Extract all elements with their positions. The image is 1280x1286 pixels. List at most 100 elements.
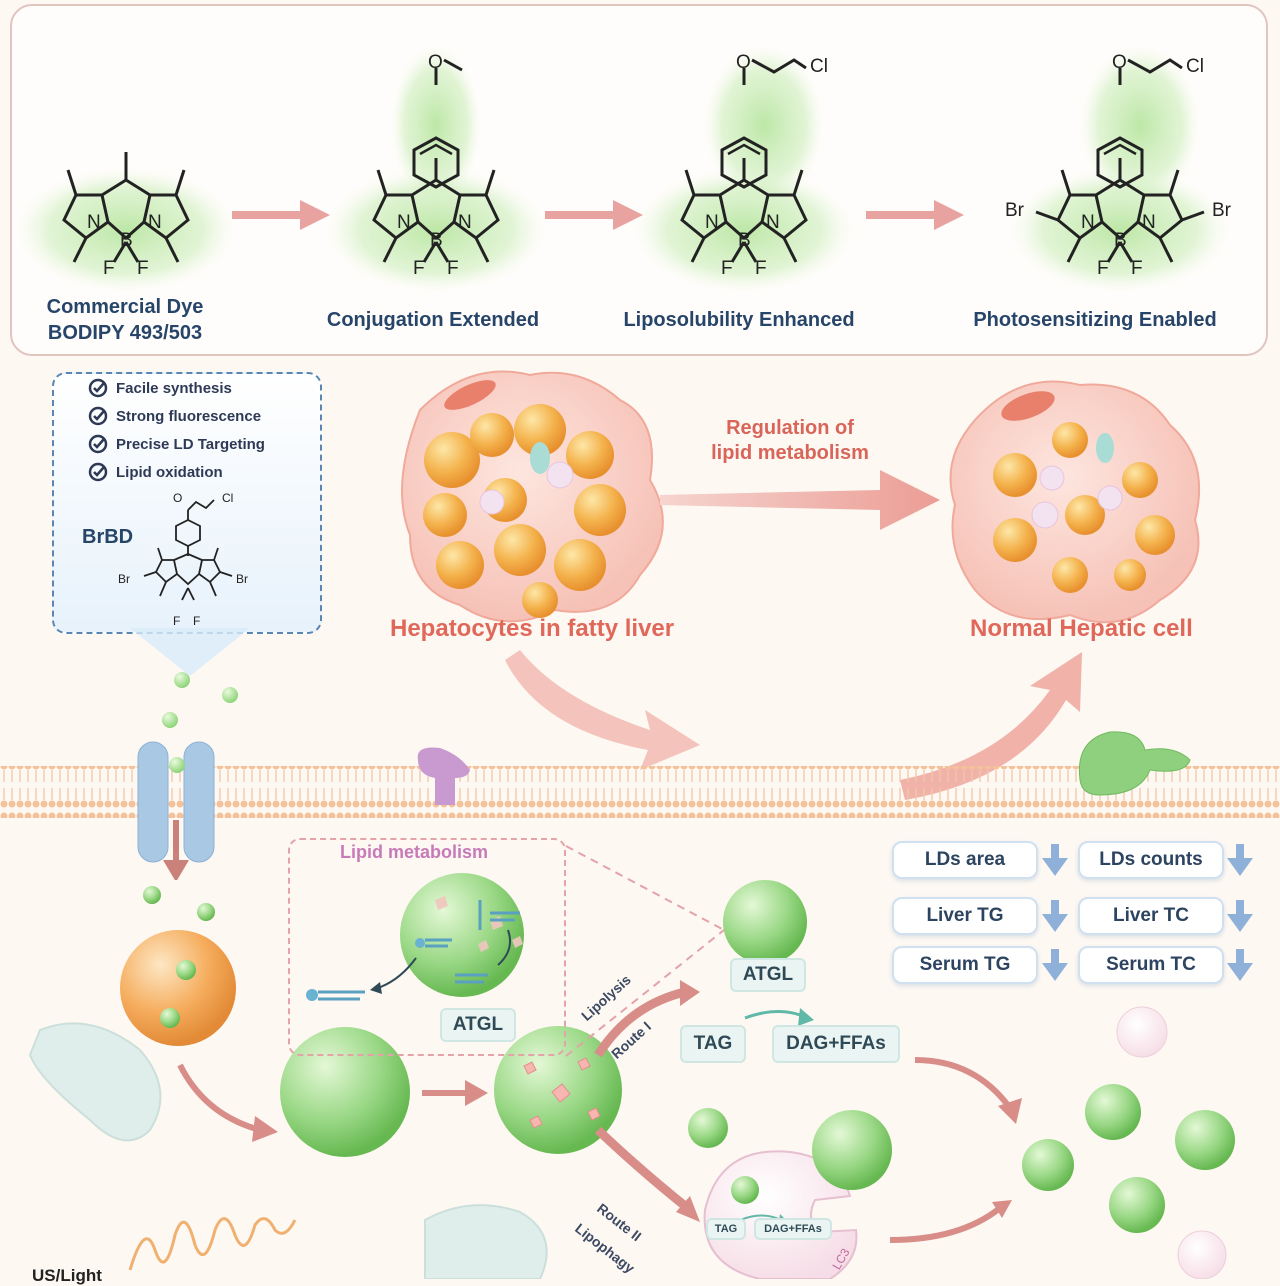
- decrease-arrows: [1042, 844, 1253, 981]
- atom-label: F: [173, 614, 181, 628]
- feature-label: Facile synthesis: [116, 379, 232, 397]
- atom-label: N: [148, 212, 162, 233]
- atom-label: Cl: [1186, 56, 1204, 77]
- atom-label: Br: [1005, 200, 1024, 221]
- atom-label: F: [447, 258, 459, 279]
- atom-label: F: [413, 258, 425, 279]
- atom-label: F: [755, 258, 767, 279]
- product-label-small: DAG+FFAs: [754, 1218, 832, 1240]
- check-circle-icon: [88, 406, 108, 426]
- atom-label: O: [736, 52, 751, 73]
- lipid-metabolism-title: Lipid metabolism: [340, 842, 489, 862]
- fatty-hepatocyte: [401, 370, 664, 623]
- membrane-channel: [137, 741, 215, 863]
- atom-label: N: [1081, 212, 1095, 233]
- regulation-line: lipid metabolism: [711, 442, 869, 464]
- brbd-structure: [143, 499, 233, 601]
- bodipy-493-structure: [14, 152, 238, 294]
- atom-label: F: [137, 258, 149, 279]
- conjugated-structure: [324, 45, 548, 294]
- down-arrow-icon: [1042, 949, 1068, 981]
- lipid-metabolism-box: [288, 838, 566, 1056]
- regulation-arrow: [660, 470, 940, 530]
- step-label-2: Conjugation Extended: [326, 309, 540, 331]
- step-label-1: Commercial Dye BODIPY 493/503: [30, 294, 220, 346]
- down-arrow-icon: [1227, 900, 1253, 932]
- metric-badge: Serum TG: [892, 946, 1038, 984]
- atgl-label: ATGL: [730, 958, 806, 992]
- check-circle-icon: [88, 462, 108, 482]
- atom-label: Br: [118, 572, 130, 586]
- down-arrow-icon: [1042, 900, 1068, 932]
- atom-label: N: [705, 212, 719, 233]
- feature-label: Precise LD Targeting: [116, 435, 265, 453]
- atom-label: N: [458, 212, 472, 233]
- atom-label: B: [120, 230, 133, 251]
- atom-label: B: [738, 230, 751, 251]
- atom-label: B: [1114, 230, 1127, 251]
- atom-label: F: [193, 614, 201, 628]
- atom-label: Cl: [222, 491, 234, 505]
- stimulus-label: US/Light: [32, 1266, 102, 1285]
- metric-label: LDs area: [924, 849, 1006, 870]
- step-arrows: [232, 200, 964, 230]
- atom-label: N: [397, 212, 411, 233]
- liposoluble-structure: [632, 45, 856, 294]
- check-circle-icon: [88, 378, 108, 398]
- atom-label: F: [103, 258, 115, 279]
- atom-label: O: [173, 491, 183, 505]
- mitochondrion: [28, 1022, 162, 1142]
- metric-badge: Liver TC: [1078, 897, 1224, 935]
- down-arrow-icon: [1227, 844, 1253, 876]
- compound-name: BrBD: [82, 526, 134, 548]
- metric-badge: LDs area: [892, 841, 1038, 879]
- metric-label: Serum TC: [1106, 954, 1196, 975]
- features-callout: [130, 628, 250, 676]
- check-circle-icon: [88, 434, 108, 454]
- cell-membrane: [0, 672, 1280, 880]
- down-arrow-icon: [1042, 844, 1068, 876]
- feature-item: Strong fluorescence: [88, 406, 261, 426]
- atgl-label-inset: ATGL: [440, 1008, 516, 1042]
- regulation-label: Regulation of lipid metabolism: [690, 416, 890, 466]
- metric-label: LDs counts: [1099, 849, 1203, 870]
- metric-label: Liver TG: [926, 905, 1004, 926]
- atom-label: F: [721, 258, 733, 279]
- atom-label: N: [766, 212, 780, 233]
- atom-label: B: [430, 230, 443, 251]
- normal-cell-title: Normal Hepatic cell: [970, 615, 1193, 642]
- step-label-line: BODIPY 493/503: [47, 322, 203, 344]
- tag-label-small: TAG: [706, 1218, 746, 1240]
- step-label-4: Photosensitizing Enabled: [973, 309, 1217, 331]
- atom-label: Cl: [810, 56, 828, 77]
- fatty-cell-title: Hepatocytes in fatty liver: [390, 615, 675, 642]
- atom-label: F: [1131, 258, 1143, 279]
- feature-item: Precise LD Targeting: [88, 434, 265, 454]
- atom-label: N: [87, 212, 101, 233]
- metric-badge: Liver TG: [892, 897, 1038, 935]
- membrane-receptor: [417, 747, 470, 805]
- tag-label: TAG: [680, 1025, 746, 1063]
- feature-label: Strong fluorescence: [116, 407, 262, 425]
- metric-label: Liver TC: [1112, 905, 1190, 926]
- step-label-line: Commercial Dye: [46, 296, 204, 318]
- product-label: DAG+FFAs: [772, 1025, 900, 1063]
- feature-label: Lipid oxidation: [116, 463, 223, 481]
- bodipy-structures: [14, 45, 1232, 294]
- metric-label: Serum TG: [919, 954, 1011, 975]
- metric-badge: LDs counts: [1078, 841, 1224, 879]
- lipid-droplet: [120, 930, 236, 1046]
- photosensitizer-structure: [1008, 45, 1232, 294]
- feature-item: Lipid oxidation: [88, 462, 223, 482]
- normal-hepatocyte: [949, 380, 1201, 624]
- down-arrow-icon: [1227, 949, 1253, 981]
- atom-labels: N N B F F N N B F F O N N B F F O Cl N N…: [0, 0, 1280, 360]
- step-label-3: Liposolubility Enhanced: [623, 309, 855, 331]
- atom-label: Br: [1212, 200, 1231, 221]
- feature-item: Facile synthesis: [88, 378, 232, 398]
- atom-label: N: [1142, 212, 1156, 233]
- regulation-line: Regulation of: [726, 417, 854, 439]
- atom-label: Br: [236, 572, 248, 586]
- atom-label: O: [428, 52, 443, 73]
- metric-badge: Serum TC: [1078, 946, 1224, 984]
